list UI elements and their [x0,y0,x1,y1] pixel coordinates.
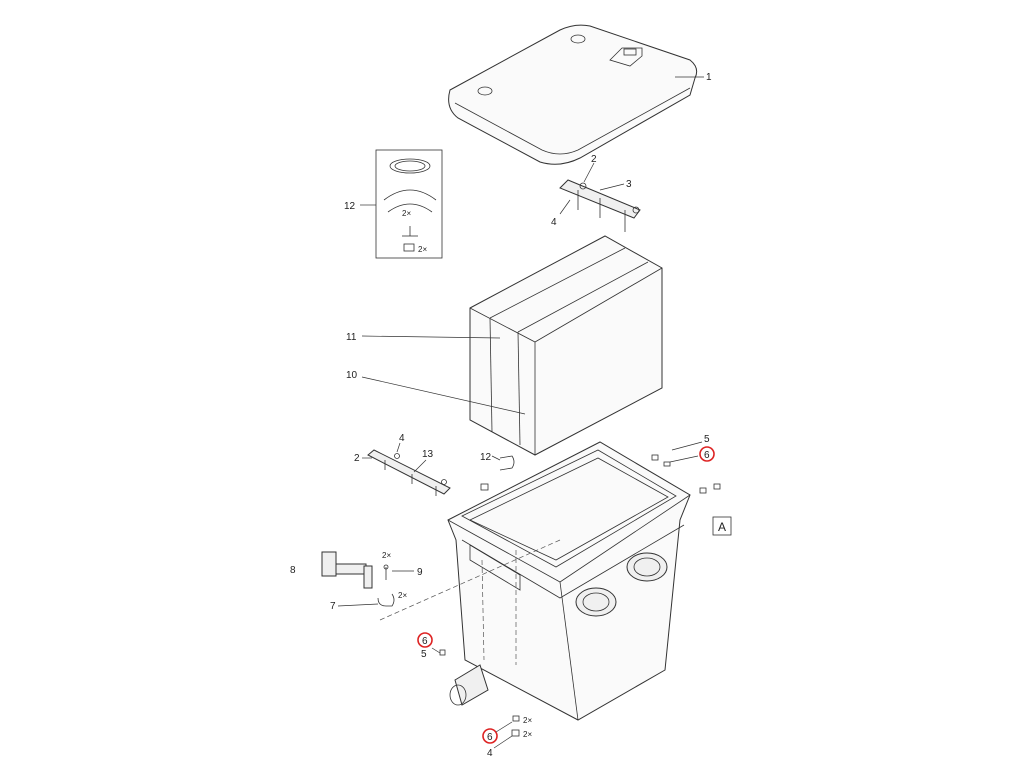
callout-6-bottom: 6 [487,732,493,743]
filter-foam-block [469,235,663,456]
callout-2-rail: 2 [354,453,360,464]
callout-4-rail: 4 [399,433,405,444]
top-right-fasteners [651,454,721,494]
callout-1: 1 [706,72,712,83]
highlight-ring-6-left [417,632,433,648]
kit-qty-1: 2× [402,209,411,218]
callout-13: 13 [422,449,434,460]
clamp-part-7 [377,593,395,607]
bottom-fasteners [511,715,520,737]
callout-12-kit: 12 [344,201,356,212]
callout-5-top: 5 [704,434,710,445]
bracket-part [559,179,641,232]
callout-10: 10 [346,370,358,381]
holder-part-8 [321,551,373,589]
callout-2-top: 2 [591,154,597,165]
highlight-ring-6-top [699,446,715,462]
clip-part [480,455,515,491]
callout-7: 7 [330,601,336,612]
callout-12-clip: 12 [480,452,492,463]
screw-part-9 [383,564,389,580]
lid-part [448,24,698,165]
view-label-box [712,516,732,536]
kit-qty-2: 2× [418,245,427,254]
rail-part [367,449,451,496]
callout-4-top: 4 [551,217,557,228]
callout-9: 9 [417,567,423,578]
filter-housing [379,441,691,721]
highlight-ring-6-bottom [482,728,498,744]
callout-6-top: 6 [704,450,710,461]
screw-qty: 2× [382,551,391,560]
callout-5-left: 5 [421,649,427,660]
callout-6-left: 6 [422,636,428,647]
callout-3: 3 [626,179,632,190]
bottom-qty-1: 2× [523,716,532,725]
bottom-qty-2: 2× [523,730,532,739]
callout-8: 8 [290,565,296,576]
callout-11: 11 [346,332,357,343]
view-label: A [718,520,726,534]
accessory-kit-box [375,149,443,259]
callout-4-bottom: 4 [487,748,493,759]
clamp-qty: 2× [398,591,407,600]
